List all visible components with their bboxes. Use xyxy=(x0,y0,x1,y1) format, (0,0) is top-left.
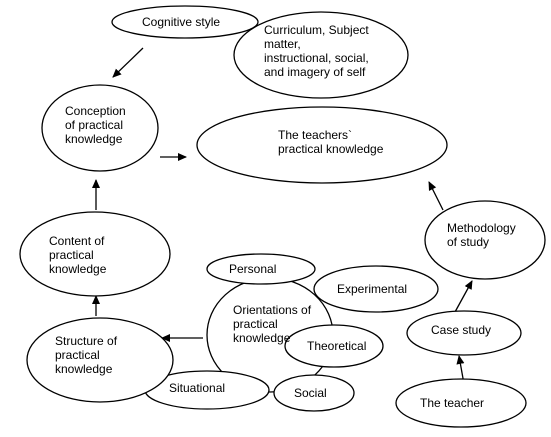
node-social xyxy=(273,374,355,412)
node-theoretical xyxy=(284,324,384,368)
arrows xyxy=(92,47,473,385)
node-teachers-knowledge xyxy=(196,106,448,184)
label-situational: Situational xyxy=(169,381,226,395)
arrow-methodology-to-teachers xyxy=(428,181,444,211)
label-methodology: Methodology of study xyxy=(447,221,516,249)
label-orientations: Orientations of practical knowledge xyxy=(233,303,312,345)
node-content xyxy=(19,211,171,297)
node-curriculum xyxy=(233,11,409,99)
label-the-teacher: The teacher xyxy=(420,396,485,410)
node-cognitive-style xyxy=(111,5,259,39)
label-personal: Personal xyxy=(229,262,277,276)
label-social: Social xyxy=(294,386,327,400)
label-content: Content of practical knowledge xyxy=(49,234,107,276)
node-case-study xyxy=(406,310,522,356)
node-conception xyxy=(41,84,159,172)
label-curriculum: Curriculum, Subject matter, instructiona… xyxy=(264,23,369,79)
label-theoretical: Theoretical xyxy=(307,339,367,353)
node-structure xyxy=(26,317,174,403)
node-the-teacher xyxy=(395,378,527,428)
label-structure: Structure of practical knowledge xyxy=(55,334,118,376)
arrow-casestudy-to-methodology xyxy=(454,280,473,313)
label-conception: Conception of practical knowledge xyxy=(65,104,126,146)
label-experimental: Experimental xyxy=(337,282,408,296)
label-case-study: Case study xyxy=(431,323,492,337)
node-personal xyxy=(206,253,316,285)
node-methodology xyxy=(424,200,546,280)
label-teachers-knowledge: The teachers` practical knowledge xyxy=(278,128,384,156)
arrow-cognitive-to-conception xyxy=(112,47,144,78)
node-experimental xyxy=(313,265,439,313)
label-cognitive-style: Cognitive style xyxy=(142,15,221,29)
